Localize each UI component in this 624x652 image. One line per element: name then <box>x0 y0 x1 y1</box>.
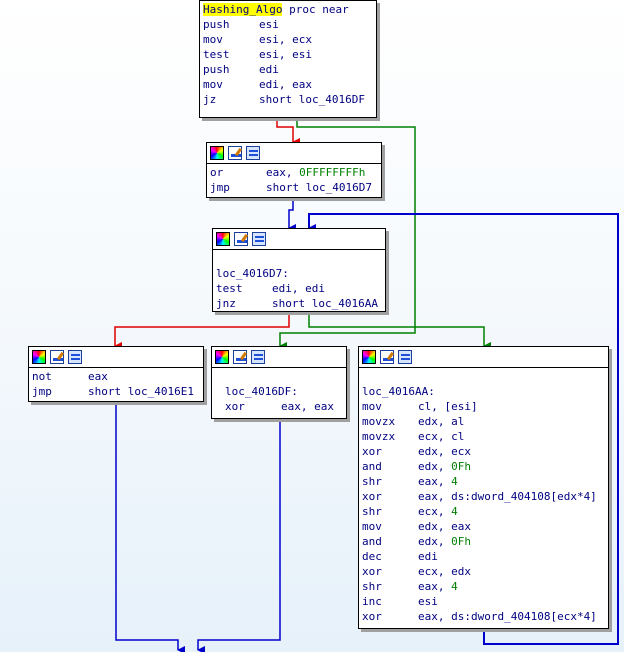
immediate-value: 4 <box>451 580 458 593</box>
edit-node-icon[interactable] <box>50 350 64 364</box>
node-header <box>207 143 381 164</box>
edge-entry-to-b4 <box>279 118 416 350</box>
color-palette-icon[interactable] <box>216 232 230 246</box>
edge-b4-exit <box>197 419 281 652</box>
proc-header: Hashing_Algo proc near <box>203 3 349 16</box>
block-label[interactable]: loc_4016AA: <box>362 385 435 398</box>
edit-node-icon[interactable] <box>380 350 394 364</box>
node-header <box>29 347 203 368</box>
edit-node-icon[interactable] <box>233 350 247 364</box>
edge-entry-to-b1 <box>276 118 300 146</box>
node-options-icon[interactable] <box>246 146 260 160</box>
edge-b2-to-b3 <box>114 312 290 350</box>
immediate-value: 0FFFFFFFFh <box>299 166 366 179</box>
node-options-icon[interactable] <box>252 232 266 246</box>
node-options-icon[interactable] <box>251 350 265 364</box>
immediate-value: 4 <box>451 505 458 518</box>
color-palette-icon[interactable] <box>215 350 229 364</box>
edit-node-icon[interactable] <box>234 232 248 246</box>
color-palette-icon[interactable] <box>32 350 46 364</box>
immediate-value: 0Fh <box>451 460 471 473</box>
edge-b3-exit <box>115 402 185 652</box>
edit-node-icon[interactable] <box>228 146 242 160</box>
color-palette-icon[interactable] <box>210 146 224 160</box>
color-palette-icon[interactable] <box>362 350 376 364</box>
node-options-icon[interactable] <box>398 350 412 364</box>
block-label[interactable]: loc_4016D7: <box>216 267 289 280</box>
immediate-value: 4 <box>451 475 458 488</box>
node-header <box>212 347 346 368</box>
node-options-icon[interactable] <box>68 350 82 364</box>
node-header <box>359 347 608 368</box>
edge-b2-to-b5 <box>308 312 491 350</box>
edge-loop-back <box>308 213 619 645</box>
immediate-value: 0Fh <box>451 535 471 548</box>
node-header <box>213 229 385 250</box>
function-name[interactable]: Hashing_Algo <box>203 3 283 16</box>
block-label[interactable]: loc_4016DF: <box>225 385 298 398</box>
edge-b1-to-b2 <box>288 198 296 232</box>
